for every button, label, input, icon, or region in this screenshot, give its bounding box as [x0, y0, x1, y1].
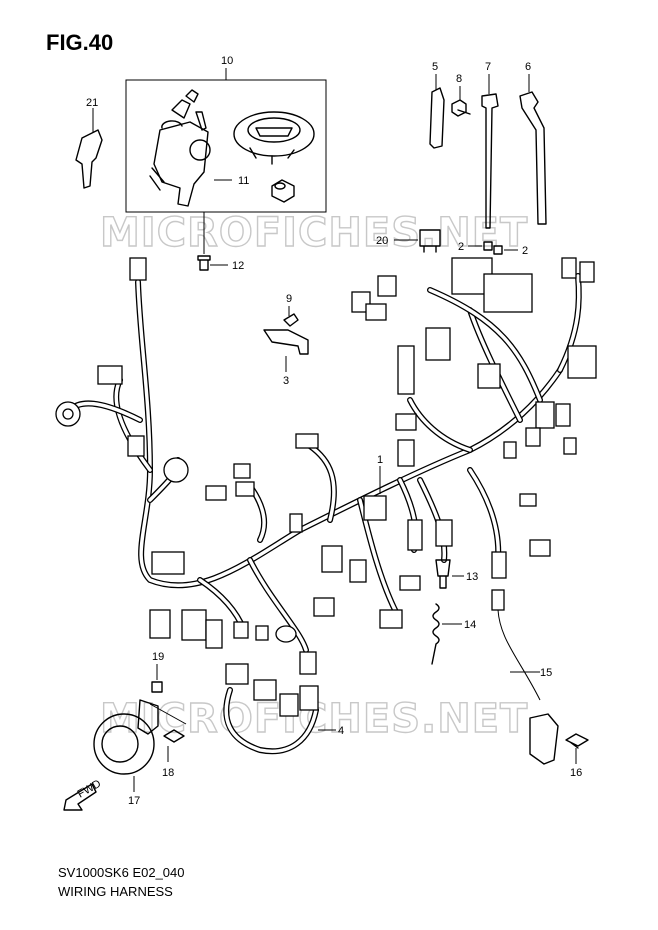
connector-mid-1 [295, 433, 319, 449]
ignition-switch-body [153, 121, 209, 207]
bolt-16 [565, 733, 589, 749]
callout-6: 6 [525, 61, 531, 73]
callout-1: 1 [377, 454, 383, 466]
bolt-18 [163, 729, 185, 743]
callout-5: 5 [432, 61, 438, 73]
fuse-box-cover [483, 273, 533, 313]
return-spring-14 [431, 603, 440, 665]
diagram-name: WIRING HARNESS [58, 884, 173, 899]
connector-center [363, 495, 387, 521]
neutral-switch-15 [529, 713, 559, 765]
callout-7: 7 [485, 61, 491, 73]
fuel-cap-lock [233, 111, 315, 157]
figure-title: FIG.40 [46, 30, 114, 55]
screw-9 [283, 313, 299, 327]
seat-lock-cylinder [271, 179, 295, 203]
screw-12 [197, 255, 211, 271]
wire-clamp-6 [519, 91, 547, 225]
fuse-2a [483, 241, 493, 251]
connector-left-1 [97, 365, 123, 385]
ignition-set-frame [125, 79, 327, 213]
wire-clamp-7 [481, 93, 499, 229]
fuse-2b [493, 245, 503, 255]
callout-15: 15 [540, 667, 552, 679]
callout-16: 16 [570, 767, 582, 779]
sub-harness-connector-1 [225, 663, 249, 685]
callout-2b: 2 [522, 245, 528, 257]
connector-multi-pin [397, 345, 415, 395]
ignition-switch-set-group [125, 68, 327, 213]
bushing-19 [151, 681, 163, 693]
connector-bundle-left [151, 551, 185, 575]
callout-9: 9 [286, 293, 292, 305]
callout-3: 3 [283, 375, 289, 387]
wiring-bracket-5 [429, 87, 445, 149]
connector-right-1 [567, 345, 597, 379]
callout-13: 13 [466, 571, 478, 583]
callout-19: 19 [152, 651, 164, 663]
callout-21: 21 [86, 97, 98, 109]
callout-20: 20 [376, 235, 388, 247]
connector-left-round-2 [163, 457, 189, 483]
connector-top-left [129, 257, 147, 281]
callout-17: 17 [128, 795, 140, 807]
callout-4: 4 [338, 725, 344, 737]
callout-14: 14 [464, 619, 476, 631]
bolt-8 [451, 99, 471, 117]
key-blank [75, 129, 103, 189]
fwd-direction-arrow: FWD [63, 778, 103, 811]
callout-8: 8 [456, 73, 462, 85]
watermark-top: MICROFICHES.NET [100, 210, 528, 256]
callout-10: 10 [221, 55, 233, 67]
callout-12: 12 [232, 260, 244, 272]
stop-lamp-switch-13 [435, 559, 451, 589]
callout-2a: 2 [458, 241, 464, 253]
horn-17 [93, 713, 155, 775]
relay-20 [419, 229, 441, 253]
ignition-key-bit [171, 89, 199, 119]
diagram-code: SV1000SK6 E02_040 [58, 865, 185, 880]
callout-18: 18 [162, 767, 174, 779]
harness-bracket-3 [263, 329, 309, 355]
callout-11: 11 [238, 175, 249, 187]
